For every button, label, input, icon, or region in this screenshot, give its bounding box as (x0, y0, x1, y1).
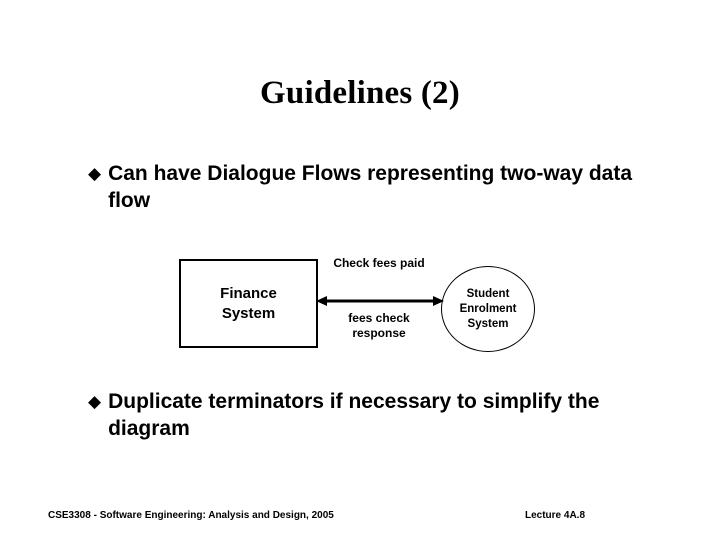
page-title: Guidelines (2) (260, 75, 460, 111)
terminator-circle-student-enrolment-system: Student Enrolment System (441, 266, 535, 352)
footer-lecture-number: Lecture 4A.8 (525, 510, 586, 521)
footer-course-info: CSE3308 - Software Engineering: Analysis… (48, 510, 334, 521)
bullet-item-2: ◆ Duplicate terminators if necessary to … (88, 388, 648, 442)
diamond-bullet-icon: ◆ (88, 392, 102, 411)
process-box-finance-system: Finance System (179, 259, 318, 348)
flow-label-fees-check-response: fees check response (348, 311, 410, 340)
bullet-item-1-label: Can have Dialogue Flows representing two… (108, 162, 633, 212)
diamond-bullet-icon: ◆ (88, 164, 102, 183)
flow-label-check-fees-paid: Check fees paid (333, 256, 425, 270)
bullet-item-1: ◆ Can have Dialogue Flows representing t… (88, 160, 633, 214)
bullet-item-2-label: Duplicate terminators if necessary to si… (108, 390, 600, 440)
process-box-finance-system-label: Finance System (220, 284, 277, 322)
bidirectional-flow-arrow-icon (316, 296, 444, 306)
terminator-circle-student-enrolment-system-label: Student Enrolment System (459, 287, 517, 330)
